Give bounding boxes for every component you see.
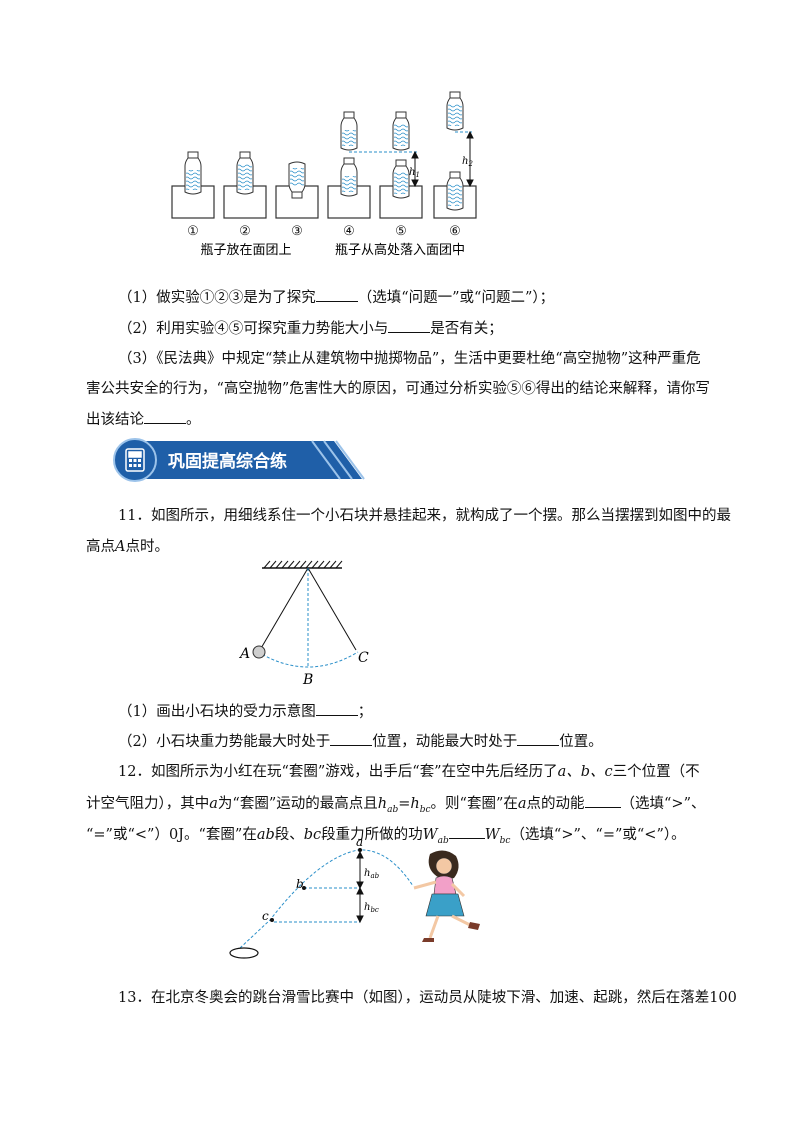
q10-part3-line3: 出该结论。: [86, 409, 201, 430]
answer-blank[interactable]: [448, 824, 485, 839]
answer-blank[interactable]: [330, 731, 373, 746]
answer-blank[interactable]: [584, 793, 621, 808]
bottles: [184, 91, 464, 211]
target-ring: [229, 947, 259, 959]
girl-figure: [413, 850, 480, 942]
answer-blank[interactable]: [517, 731, 560, 746]
ring-toss-figure: a b c hab hbc: [229, 838, 480, 959]
q11-part1: （1）画出小石块的受力示意图；: [118, 701, 372, 722]
label-C: C: [358, 650, 369, 666]
calculator-icon: [125, 448, 145, 472]
label-6: ⑥: [449, 224, 461, 239]
answer-blank[interactable]: [315, 287, 358, 302]
banner-title: 巩固提高综合练: [168, 451, 287, 472]
pendulum-string: [259, 567, 309, 651]
bottle-5-high: [392, 111, 410, 151]
label-c: c: [262, 909, 269, 923]
trajectory: [239, 849, 414, 949]
label-4: ④: [343, 224, 355, 239]
height-markers: [349, 131, 472, 153]
q11-line1: 11．如图所示，用细线系住一个小石块并悬挂起来，就构成了一个摆。那么当摆摆到如图…: [118, 508, 731, 524]
q10-part3-line1: （3）《民法典》中规定“禁止从建筑物中抛掷物品”，生活中更要杜绝“高空抛物”这种…: [118, 351, 701, 367]
q11-part2: （2）小石块重力势能最大时处于位置，动能最大时处于位置。: [118, 731, 603, 752]
bottle-6: [446, 171, 464, 211]
dough-blocks: [171, 185, 477, 219]
q10-p1-text: （1）做实验①②③是为了探究: [118, 290, 316, 306]
point-a: [358, 848, 362, 852]
label-5: ⑤: [395, 224, 407, 239]
label-b: b: [296, 877, 304, 891]
q10-part2: （2）利用实验④⑤可探究重力势能大小与是否有关；: [118, 318, 503, 339]
label-3: ③: [291, 224, 303, 239]
pendulum-figure: A C B: [238, 560, 369, 688]
label-hab: hab: [364, 868, 380, 880]
label-2: ②: [239, 224, 251, 239]
caption-left: 瓶子放在面团上: [200, 243, 291, 258]
point-c: [270, 918, 274, 922]
label-B: B: [302, 672, 313, 688]
stone: [252, 645, 266, 659]
h1-label: h1: [409, 167, 420, 179]
label-hbc: hbc: [364, 902, 379, 914]
bottle-dough-figure: h1 h2 ① ② ③ ④ ⑤ ⑥ 瓶子放在面团上 瓶子从高处落入面团中: [171, 91, 477, 258]
answer-blank[interactable]: [315, 701, 358, 716]
q10-part3-line2: 害公共安全的行为，“高空抛物”危害性大的原因，可通过分析实验⑤⑥得出的结论来解释…: [86, 381, 710, 397]
section-banner: 巩固提高综合练: [113, 438, 365, 482]
bottle-1: [184, 151, 202, 195]
bottle-5: [392, 159, 410, 199]
answer-blank[interactable]: [144, 409, 186, 424]
label-1: ①: [187, 224, 199, 239]
bottle-4-high: [340, 111, 358, 151]
answer-blank[interactable]: [388, 318, 431, 333]
caption-right: 瓶子从高处落入面团中: [335, 242, 465, 258]
q11-line2: 高点A点时。: [86, 539, 169, 555]
bottle-6-high: [446, 91, 464, 131]
point-b: [302, 886, 306, 890]
q13-line1: 13．在北京冬奥会的跳台滑雪比赛中（如图），运动员从陡坡下滑、加速、起跳，然后在…: [118, 990, 737, 1006]
bottle-2: [236, 151, 254, 195]
q12-line1: 12．如图所示为小红在玩“套圈”游戏，出手后“套”在空中先后经历了a、b、c三个…: [118, 764, 700, 780]
h2-label: h2: [462, 156, 473, 168]
q10-part1: （1）做实验①②③是为了探究（选填“问题一”或“问题二”）；: [118, 287, 554, 308]
dough-block-4: [327, 185, 371, 219]
dough-block-5: [379, 185, 423, 219]
label-a: a: [356, 838, 363, 849]
bottle-3: [288, 161, 306, 199]
bottle-4: [340, 157, 358, 197]
q12-line2: 计空气阻力），其中a为“套圈”运动的最高点且hab=hbc。则“套圈”在a点的动…: [86, 793, 706, 820]
label-A: A: [238, 646, 250, 662]
